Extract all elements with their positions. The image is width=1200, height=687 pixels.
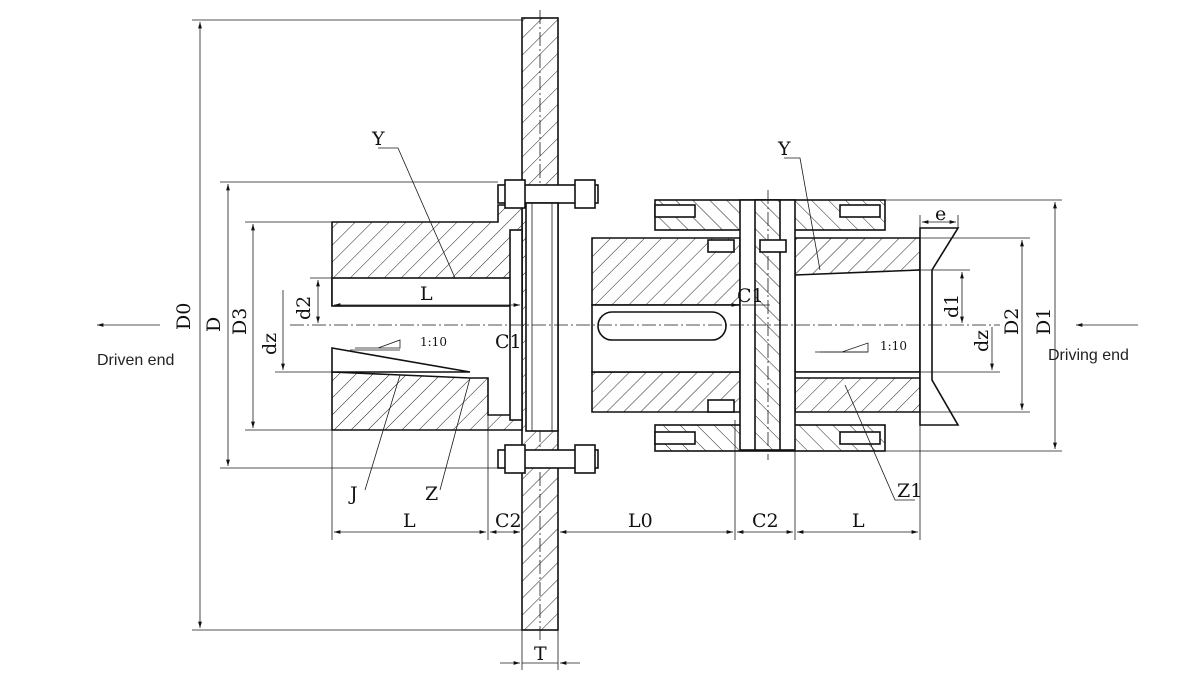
T-label: T [534, 643, 547, 665]
L-bottom-left-label: L [403, 510, 416, 532]
C1-left-label: C1 [495, 331, 522, 353]
bottom-dimensions [331, 415, 921, 670]
C2-left-label: C2 [495, 510, 522, 532]
D-label: D [203, 317, 225, 332]
D1-label: D1 [1033, 308, 1055, 335]
d2-label: d2 [293, 296, 315, 320]
D2-label: D2 [1001, 308, 1023, 335]
Z-label: Z [425, 483, 438, 505]
dz-right-label: dz [971, 330, 993, 352]
L0-label: L0 [628, 510, 653, 532]
L-top-label: L [420, 283, 433, 305]
taper-left-label: 1:10 [420, 335, 447, 349]
lower-bolt [497, 444, 599, 474]
driving-end-label: Driving end [1048, 347, 1129, 364]
leader-lines [350, 147, 915, 501]
J-label: J [348, 483, 358, 505]
right-dimensions [885, 199, 1062, 452]
C1-right-label: C1 [737, 285, 764, 307]
L-bottom-right-label: L [852, 510, 865, 532]
D3-label: D3 [229, 308, 251, 335]
taper-right-label: 1:10 [880, 339, 907, 353]
Y-right-label: Y [777, 138, 791, 160]
driven-end-label: Driven end [97, 352, 174, 369]
D0-label: D0 [173, 303, 195, 330]
upper-bolt [497, 179, 599, 432]
d1-label: d1 [941, 294, 963, 318]
dz-left-label: dz [259, 333, 281, 355]
driven-hub [331, 204, 523, 431]
left-dimensions [192, 19, 522, 631]
Z1-label: Z1 [897, 480, 922, 502]
e-label: e [935, 203, 946, 225]
C2-right-label: C2 [752, 510, 779, 532]
Y-left-label: Y [371, 128, 385, 150]
